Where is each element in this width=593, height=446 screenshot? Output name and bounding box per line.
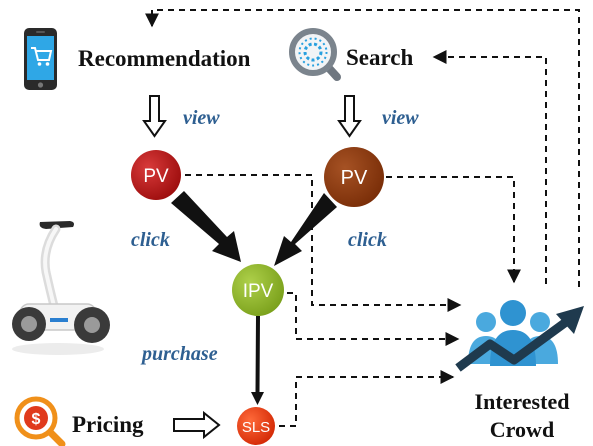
pv-right-to-crowd-dash bbox=[386, 176, 521, 284]
pv-left-to-crowd-dash bbox=[185, 174, 462, 312]
interested-crowd-label-line1: Interested bbox=[475, 389, 570, 414]
sls-node-label: SLS bbox=[242, 419, 270, 436]
sls-node: SLS bbox=[237, 407, 275, 445]
feedback-dash-search bbox=[432, 50, 547, 284]
interested-crowd-icon bbox=[455, 300, 584, 372]
purchase-label: purchase bbox=[140, 343, 218, 365]
purchase-arrow bbox=[251, 316, 264, 405]
interested-crowd-label-line2: Crowd bbox=[490, 417, 554, 442]
pv-node-right-label: PV bbox=[341, 167, 368, 189]
view-arrow-right bbox=[337, 95, 362, 138]
pv-node-left: PV bbox=[131, 150, 181, 200]
ipv-node: IPV bbox=[232, 264, 284, 316]
click-arrow-right bbox=[274, 193, 337, 266]
recommendation-label: Recommendation bbox=[78, 46, 251, 71]
ipv-to-crowd-dash bbox=[287, 292, 460, 346]
click-label-left: click bbox=[131, 229, 170, 251]
sls-to-crowd-dash bbox=[279, 370, 455, 427]
smartphone-cart-icon bbox=[24, 28, 57, 90]
pricing-arrow bbox=[173, 410, 221, 440]
view-label-left: view bbox=[183, 107, 220, 129]
search-label: Search bbox=[346, 45, 414, 70]
pv-node-right: PV bbox=[324, 147, 384, 207]
pv-node-left-label: PV bbox=[143, 166, 169, 187]
ipv-node-label: IPV bbox=[243, 281, 274, 302]
self-balancing-scooter-image bbox=[12, 221, 110, 355]
pricing-label: Pricing bbox=[72, 412, 144, 437]
view-arrow-left bbox=[142, 95, 167, 138]
click-arrow-left bbox=[171, 191, 241, 262]
pricing-dollar-icon: $ bbox=[14, 396, 66, 446]
svg-text:$: $ bbox=[32, 411, 41, 428]
view-label-right: view bbox=[382, 107, 419, 129]
search-magnifier-icon bbox=[289, 28, 341, 81]
click-label-right: click bbox=[348, 229, 387, 251]
